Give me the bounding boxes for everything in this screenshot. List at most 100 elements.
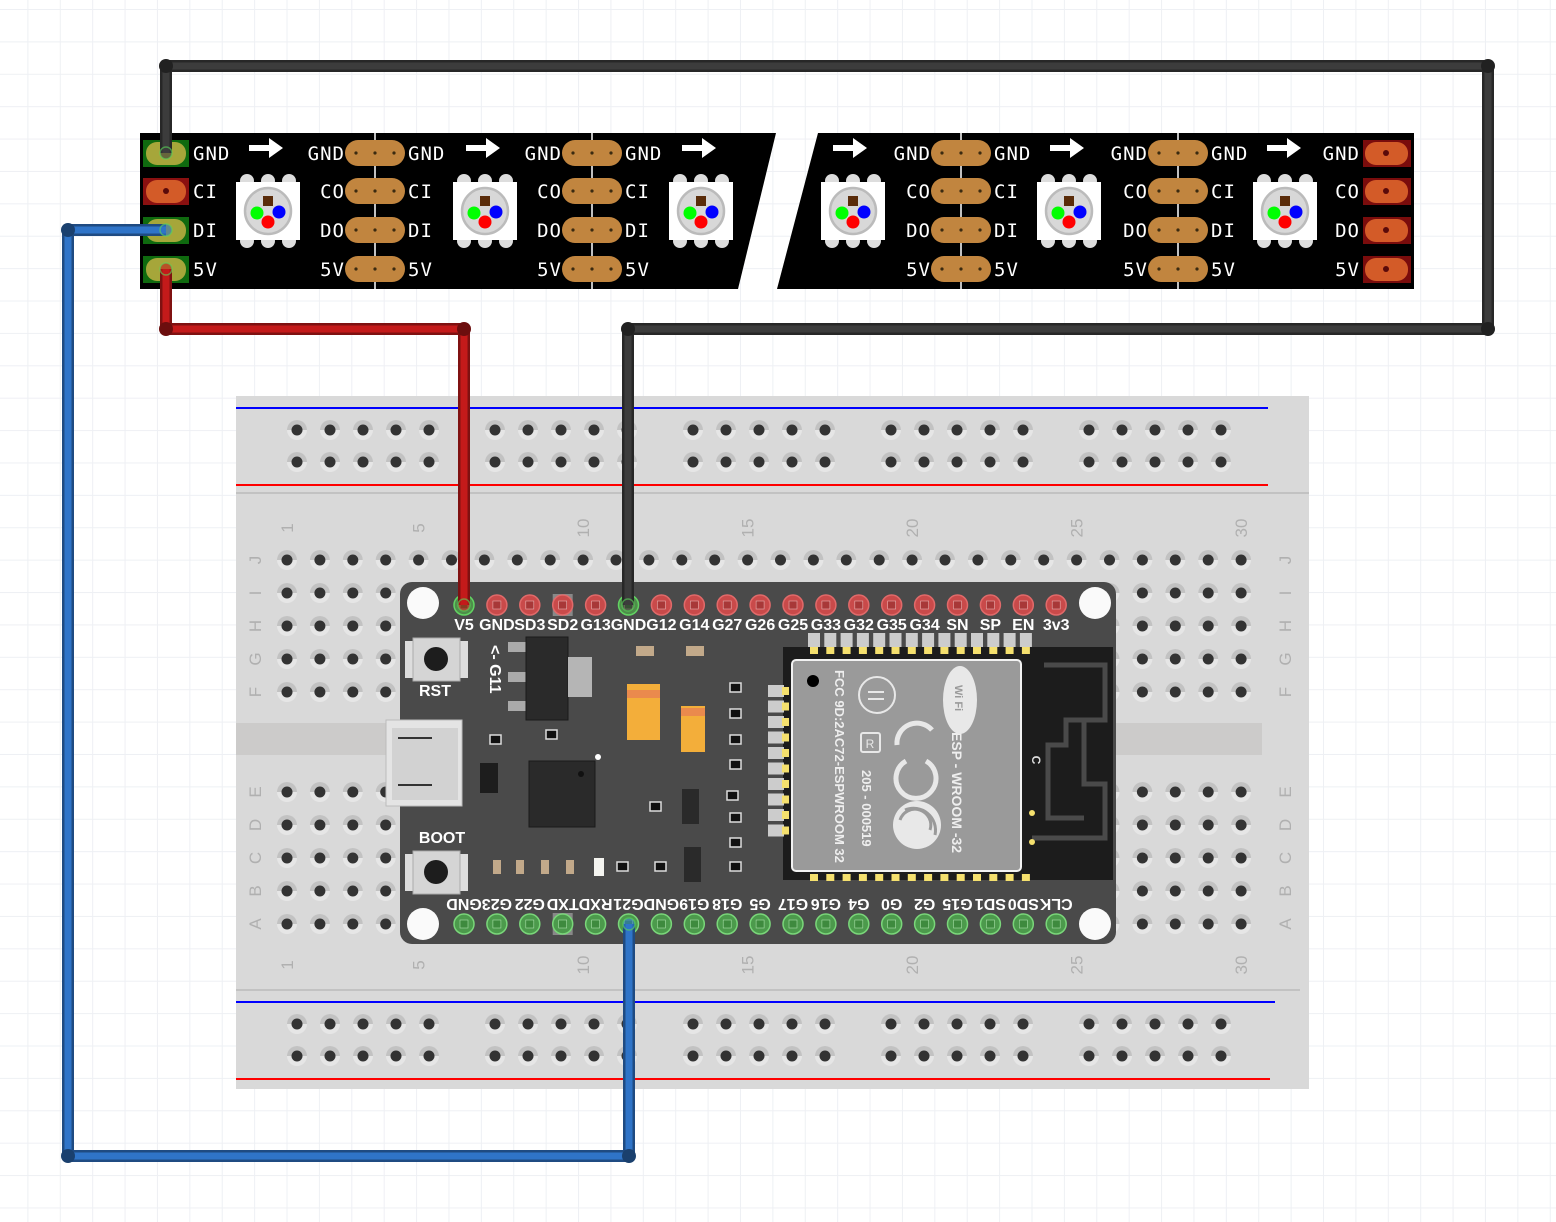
breadboard-hole[interactable] bbox=[314, 918, 326, 930]
breadboard-hole[interactable] bbox=[885, 1018, 897, 1030]
breadboard-hole[interactable] bbox=[347, 653, 359, 665]
breadboard-hole[interactable] bbox=[1235, 819, 1247, 831]
breadboard-hole[interactable] bbox=[588, 1018, 600, 1030]
breadboard-hole[interactable] bbox=[314, 885, 326, 897]
breadboard-hole[interactable] bbox=[423, 456, 435, 468]
breadboard-hole[interactable] bbox=[522, 456, 534, 468]
breadboard-hole[interactable] bbox=[380, 653, 392, 665]
breadboard-hole[interactable] bbox=[1169, 686, 1181, 698]
breadboard-hole[interactable] bbox=[357, 424, 369, 436]
breadboard-hole[interactable] bbox=[972, 554, 984, 566]
breadboard-hole[interactable] bbox=[357, 1018, 369, 1030]
breadboard-hole[interactable] bbox=[347, 587, 359, 599]
breadboard-hole[interactable] bbox=[939, 554, 951, 566]
breadboard-hole[interactable] bbox=[1202, 653, 1214, 665]
breadboard-hole[interactable] bbox=[1083, 424, 1095, 436]
breadboard-hole[interactable] bbox=[1235, 852, 1247, 864]
breadboard-hole[interactable] bbox=[314, 686, 326, 698]
wire-bendpoint[interactable] bbox=[159, 59, 173, 73]
breadboard-hole[interactable] bbox=[1202, 620, 1214, 632]
breadboard-hole[interactable] bbox=[1136, 653, 1148, 665]
wire-bendpoint[interactable] bbox=[159, 322, 173, 336]
breadboard-hole[interactable] bbox=[314, 819, 326, 831]
breadboard-hole[interactable] bbox=[1136, 918, 1148, 930]
breadboard-hole[interactable] bbox=[1202, 918, 1214, 930]
breadboard-hole[interactable] bbox=[1169, 819, 1181, 831]
breadboard-hole[interactable] bbox=[1202, 554, 1214, 566]
breadboard-hole[interactable] bbox=[423, 1050, 435, 1062]
breadboard-hole[interactable] bbox=[1235, 653, 1247, 665]
breadboard-hole[interactable] bbox=[390, 1050, 402, 1062]
breadboard-hole[interactable] bbox=[807, 554, 819, 566]
breadboard-hole[interactable] bbox=[380, 554, 392, 566]
breadboard-hole[interactable] bbox=[380, 852, 392, 864]
breadboard-hole[interactable] bbox=[720, 1050, 732, 1062]
breadboard-hole[interactable] bbox=[1136, 852, 1148, 864]
breadboard-hole[interactable] bbox=[1235, 885, 1247, 897]
breadboard-hole[interactable] bbox=[489, 424, 501, 436]
breadboard-hole[interactable] bbox=[984, 1050, 996, 1062]
breadboard-hole[interactable] bbox=[314, 587, 326, 599]
breadboard-hole[interactable] bbox=[951, 456, 963, 468]
breadboard-hole[interactable] bbox=[324, 424, 336, 436]
breadboard-hole[interactable] bbox=[1169, 554, 1181, 566]
breadboard-hole[interactable] bbox=[1215, 1050, 1227, 1062]
breadboard-hole[interactable] bbox=[314, 653, 326, 665]
breadboard-hole[interactable] bbox=[840, 554, 852, 566]
breadboard-hole[interactable] bbox=[1136, 819, 1148, 831]
breadboard-hole[interactable] bbox=[1202, 852, 1214, 864]
breadboard-hole[interactable] bbox=[555, 424, 567, 436]
breadboard-hole[interactable] bbox=[786, 424, 798, 436]
breadboard-hole[interactable] bbox=[1182, 456, 1194, 468]
breadboard-hole[interactable] bbox=[753, 456, 765, 468]
breadboard-hole[interactable] bbox=[1215, 456, 1227, 468]
gnd-wire-core[interactable] bbox=[162, 62, 1492, 605]
breadboard-hole[interactable] bbox=[951, 424, 963, 436]
boot-button[interactable] bbox=[405, 850, 468, 895]
breadboard-hole[interactable] bbox=[1017, 424, 1029, 436]
breadboard-hole[interactable] bbox=[1182, 1050, 1194, 1062]
breadboard-hole[interactable] bbox=[1169, 852, 1181, 864]
breadboard-hole[interactable] bbox=[687, 424, 699, 436]
power-wire-core[interactable] bbox=[162, 269, 468, 605]
breadboard-hole[interactable] bbox=[347, 554, 359, 566]
wire-bendpoint[interactable] bbox=[457, 322, 471, 336]
breadboard-hole[interactable] bbox=[1169, 885, 1181, 897]
power-wire[interactable] bbox=[159, 262, 471, 612]
breadboard-hole[interactable] bbox=[281, 786, 293, 798]
breadboard-hole[interactable] bbox=[314, 852, 326, 864]
breadboard-hole[interactable] bbox=[918, 456, 930, 468]
breadboard-hole[interactable] bbox=[786, 1018, 798, 1030]
breadboard-hole[interactable] bbox=[380, 885, 392, 897]
wire-endpoint[interactable] bbox=[159, 223, 173, 237]
breadboard-hole[interactable] bbox=[1235, 686, 1247, 698]
breadboard-hole[interactable] bbox=[1202, 686, 1214, 698]
breadboard-hole[interactable] bbox=[1235, 620, 1247, 632]
breadboard-hole[interactable] bbox=[1169, 786, 1181, 798]
breadboard-hole[interactable] bbox=[709, 554, 721, 566]
breadboard-hole[interactable] bbox=[1136, 885, 1148, 897]
breadboard-hole[interactable] bbox=[555, 456, 567, 468]
breadboard-hole[interactable] bbox=[347, 852, 359, 864]
breadboard-hole[interactable] bbox=[347, 686, 359, 698]
breadboard-hole[interactable] bbox=[380, 686, 392, 698]
breadboard-hole[interactable] bbox=[885, 424, 897, 436]
breadboard-hole[interactable] bbox=[291, 1050, 303, 1062]
breadboard-hole[interactable] bbox=[885, 456, 897, 468]
breadboard-hole[interactable] bbox=[676, 554, 688, 566]
breadboard-hole[interactable] bbox=[1136, 686, 1148, 698]
breadboard-hole[interactable] bbox=[314, 620, 326, 632]
breadboard-hole[interactable] bbox=[281, 852, 293, 864]
breadboard-hole[interactable] bbox=[390, 424, 402, 436]
breadboard-hole[interactable] bbox=[720, 424, 732, 436]
breadboard-hole[interactable] bbox=[577, 554, 589, 566]
breadboard-hole[interactable] bbox=[347, 620, 359, 632]
breadboard-hole[interactable] bbox=[753, 424, 765, 436]
breadboard-hole[interactable] bbox=[446, 554, 457, 566]
breadboard-hole[interactable] bbox=[281, 653, 293, 665]
breadboard-hole[interactable] bbox=[720, 1018, 732, 1030]
breadboard-hole[interactable] bbox=[423, 1018, 435, 1030]
breadboard-hole[interactable] bbox=[720, 456, 732, 468]
breadboard-hole[interactable] bbox=[775, 554, 786, 566]
breadboard-hole[interactable] bbox=[1017, 1018, 1029, 1030]
